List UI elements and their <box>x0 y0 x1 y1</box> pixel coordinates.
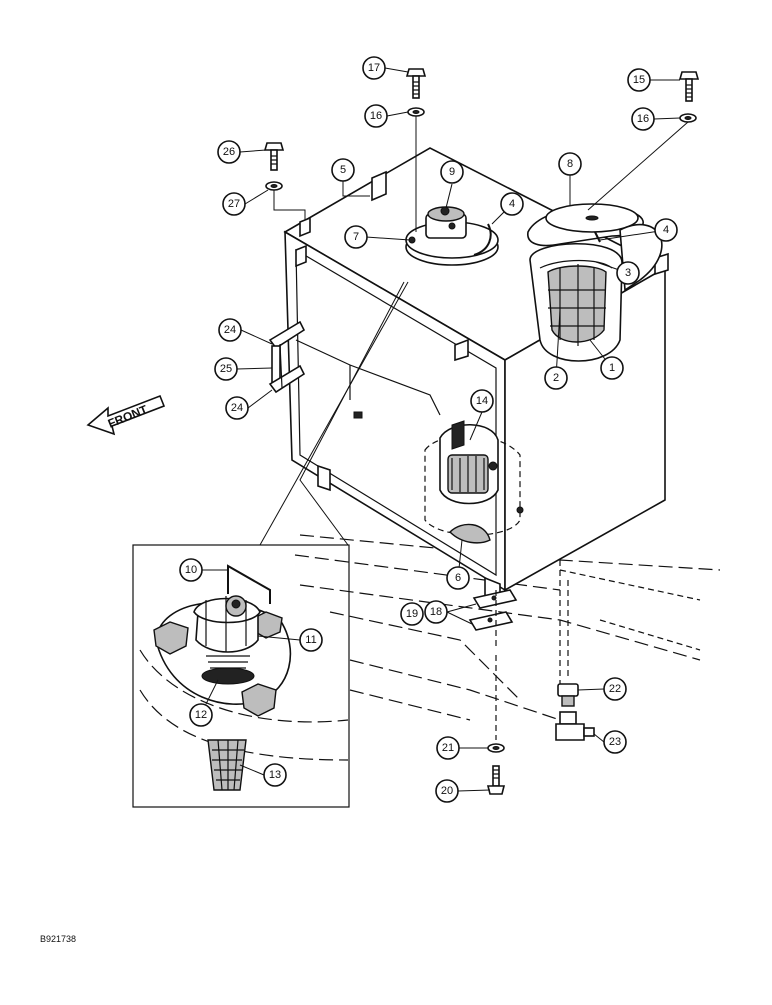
svg-text:16: 16 <box>637 113 649 125</box>
callout-19: 19 <box>400 602 424 626</box>
callout-20: 20 <box>435 779 491 803</box>
detail-inset <box>132 281 409 808</box>
callout-3: 3 <box>595 261 640 285</box>
svg-text:27: 27 <box>228 198 240 210</box>
bolt-15 <box>678 71 700 102</box>
svg-text:11: 11 <box>305 634 316 646</box>
svg-text:3: 3 <box>625 267 631 279</box>
callout-23: 23 <box>593 730 627 754</box>
callout-12: 12 <box>189 679 219 727</box>
callout-16-left: 16 <box>364 104 409 128</box>
callout-16-right: 16 <box>631 107 681 131</box>
bolt-26 <box>263 142 285 171</box>
svg-text:18: 18 <box>430 606 442 618</box>
svg-text:5: 5 <box>340 164 346 176</box>
callout-8: 8 <box>558 152 582 205</box>
callout-2: 2 <box>544 309 568 390</box>
svg-text:10: 10 <box>185 564 197 576</box>
callout-9: 9 <box>440 160 464 209</box>
callout-15: 15 <box>627 68 680 92</box>
svg-text:22: 22 <box>609 683 621 695</box>
svg-text:23: 23 <box>609 736 621 748</box>
svg-text:24: 24 <box>224 324 236 336</box>
shim-plates <box>468 589 518 631</box>
bolt-20 <box>486 765 506 795</box>
elbow-fitting-23 <box>555 711 595 741</box>
callout-7: 7 <box>344 225 411 249</box>
svg-text:16: 16 <box>370 110 382 122</box>
front-label: FRONT <box>106 402 150 431</box>
callout-21: 21 <box>436 736 488 760</box>
svg-text:4: 4 <box>509 198 515 210</box>
sight-gauge <box>268 320 306 394</box>
callout-14: 14 <box>469 389 494 441</box>
svg-text:25: 25 <box>220 363 232 375</box>
washer-21 <box>487 743 505 753</box>
plug-22 <box>557 683 579 707</box>
svg-text:19: 19 <box>406 608 418 620</box>
callout-4-right: 4 <box>599 218 678 242</box>
callout-1: 1 <box>589 339 624 380</box>
svg-text:24: 24 <box>231 402 243 414</box>
strainer-cover-assembly <box>405 206 499 266</box>
callout-27: 27 <box>222 189 269 216</box>
svg-text:15: 15 <box>633 74 645 86</box>
callout-24-bottom: 24 <box>225 389 273 420</box>
callout-6: 6 <box>446 539 470 590</box>
chassis-frame-outline <box>294 519 721 721</box>
callout-10: 10 <box>179 558 228 582</box>
svg-text:8: 8 <box>567 158 573 170</box>
washer-27 <box>265 181 283 191</box>
callout-22: 22 <box>577 677 627 701</box>
callout-5: 5 <box>331 158 370 197</box>
washer-16-left <box>407 107 425 117</box>
svg-text:9: 9 <box>449 166 455 178</box>
svg-text:1: 1 <box>609 362 615 374</box>
svg-text:26: 26 <box>223 146 235 158</box>
svg-text:6: 6 <box>455 572 461 584</box>
washer-16-right <box>679 113 697 123</box>
svg-text:7: 7 <box>353 231 359 243</box>
callout-11: 11 <box>257 628 323 652</box>
callout-18: 18 <box>424 600 477 625</box>
bolt-17 <box>405 68 427 99</box>
front-direction-arrow: FRONT <box>86 394 166 436</box>
callout-24-top: 24 <box>218 318 273 345</box>
svg-text:14: 14 <box>476 395 488 407</box>
svg-text:21: 21 <box>442 742 454 754</box>
svg-text:17: 17 <box>368 62 380 74</box>
callout-4-left: 4 <box>491 192 524 225</box>
level-gauge-assembly <box>424 420 524 544</box>
svg-text:12: 12 <box>195 709 207 721</box>
svg-text:4: 4 <box>663 224 669 236</box>
return-filter-assembly <box>527 203 663 362</box>
callout-25: 25 <box>214 357 273 381</box>
callout-26: 26 <box>217 140 267 164</box>
svg-text:13: 13 <box>269 769 281 781</box>
svg-text:20: 20 <box>441 785 453 797</box>
figure-code: B921738 <box>40 934 76 944</box>
callout-13: 13 <box>239 763 287 787</box>
svg-text:2: 2 <box>553 372 559 384</box>
callout-17: 17 <box>362 56 409 80</box>
